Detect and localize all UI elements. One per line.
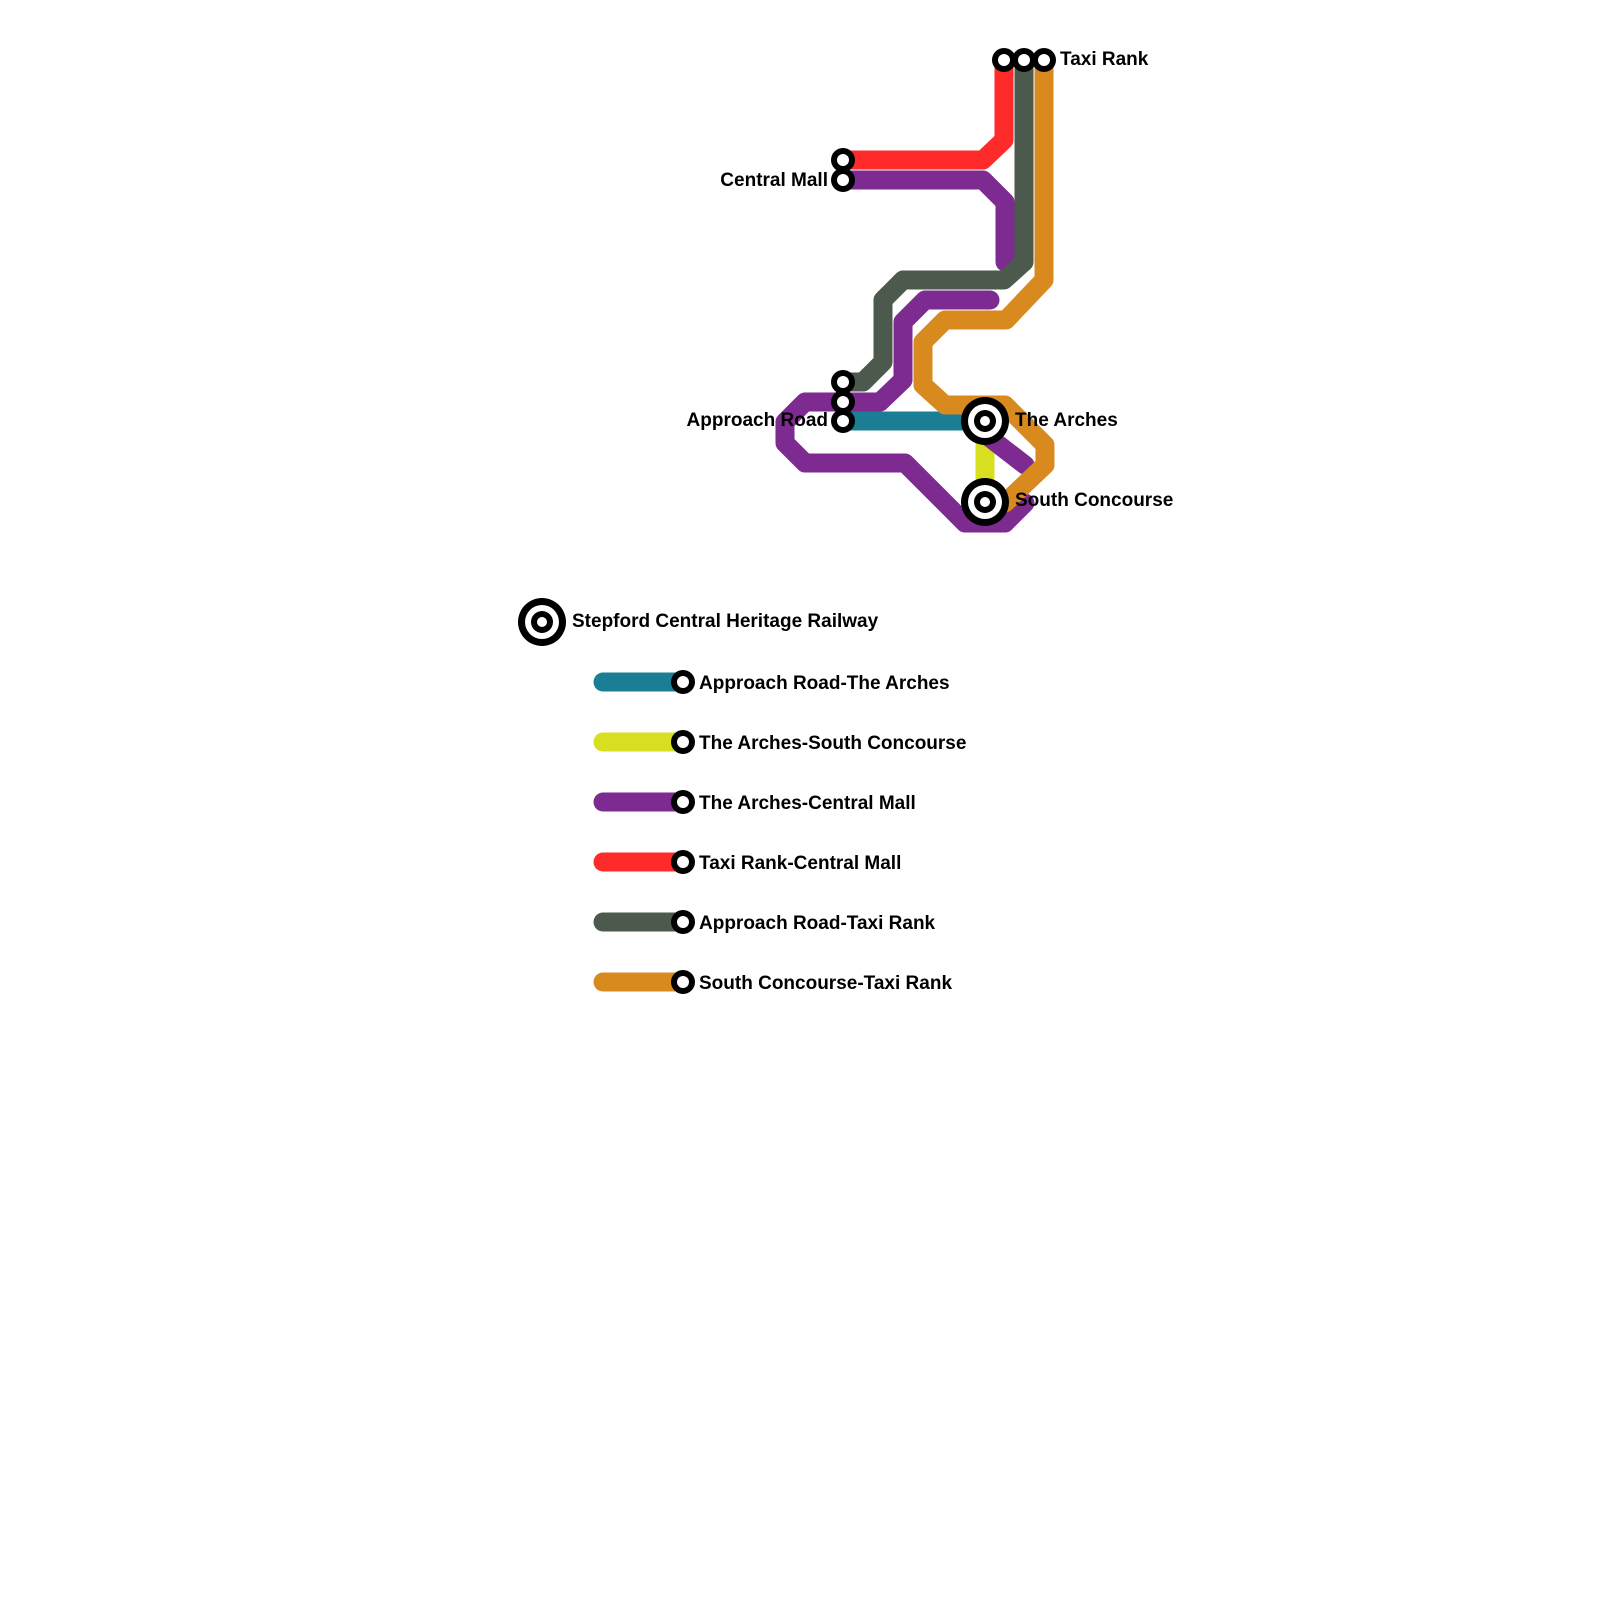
legend-line-label: Approach Road-The Arches [699,673,950,694]
legend-railway-symbol [518,598,566,646]
legend-line-label: South Concourse-Taxi Rank [699,973,952,994]
interchange-stations [961,397,1009,526]
route-lines [775,50,1055,533]
stop-marker-taxi-rank-red[interactable] [992,48,1016,72]
legend-line-label: Approach Road-Taxi Rank [699,913,936,934]
legend-line-label: Taxi Rank-Central Mall [699,853,901,874]
stop-marker-central-mall-red[interactable] [831,148,855,172]
legend-railway-name: Stepford Central Heritage Railway [572,611,879,632]
stop-marker-taxi-rank-orange[interactable] [1032,48,1056,72]
route-south-concourse-taxi-rank [913,50,1055,513]
station-label-central-mall[interactable]: Central Mall [720,170,828,191]
station-label-the-arches[interactable]: The Arches [1015,410,1118,431]
legend-line-label: The Arches-South Concourse [699,733,966,754]
interchange-marker-the-arches[interactable] [961,397,1009,445]
legend-line-entry: The Arches-South Concourse [593,730,966,754]
interchange-marker-south-concourse[interactable] [961,478,1009,526]
legend-line-entry: Approach Road-Taxi Rank [593,910,936,934]
route-taxi-rank-central-mall [833,50,1014,170]
legend-line-entry: The Arches-Central Mall [593,790,916,814]
station-label-south-concourse[interactable]: South Concourse [1015,490,1173,511]
station-label-approach-road[interactable]: Approach Road [687,410,828,431]
legend: Stepford Central Heritage Railway Approa… [518,598,966,994]
stop-marker-approach-road-teal[interactable] [831,409,855,433]
station-labels: Taxi Rank Central Mall Approach Road The… [687,49,1174,511]
legend-line-label: The Arches-Central Mall [699,793,916,814]
legend-line-entry: Approach Road-The Arches [593,670,950,694]
stop-marker-taxi-rank-grey[interactable] [1012,48,1036,72]
route-approach-road-taxi-rank [833,50,1034,392]
legend-line-entry: Taxi Rank-Central Mall [593,850,901,874]
route-the-arches-central-mall [775,170,1035,533]
stop-marker-central-mall-purple[interactable] [831,168,855,192]
stop-marker-approach-road-grey[interactable] [831,370,855,394]
station-label-taxi-rank[interactable]: Taxi Rank [1060,49,1149,70]
small-stops [831,48,1056,433]
stop-marker-approach-road-purple[interactable] [831,390,855,414]
legend-line-entry: South Concourse-Taxi Rank [593,970,952,994]
